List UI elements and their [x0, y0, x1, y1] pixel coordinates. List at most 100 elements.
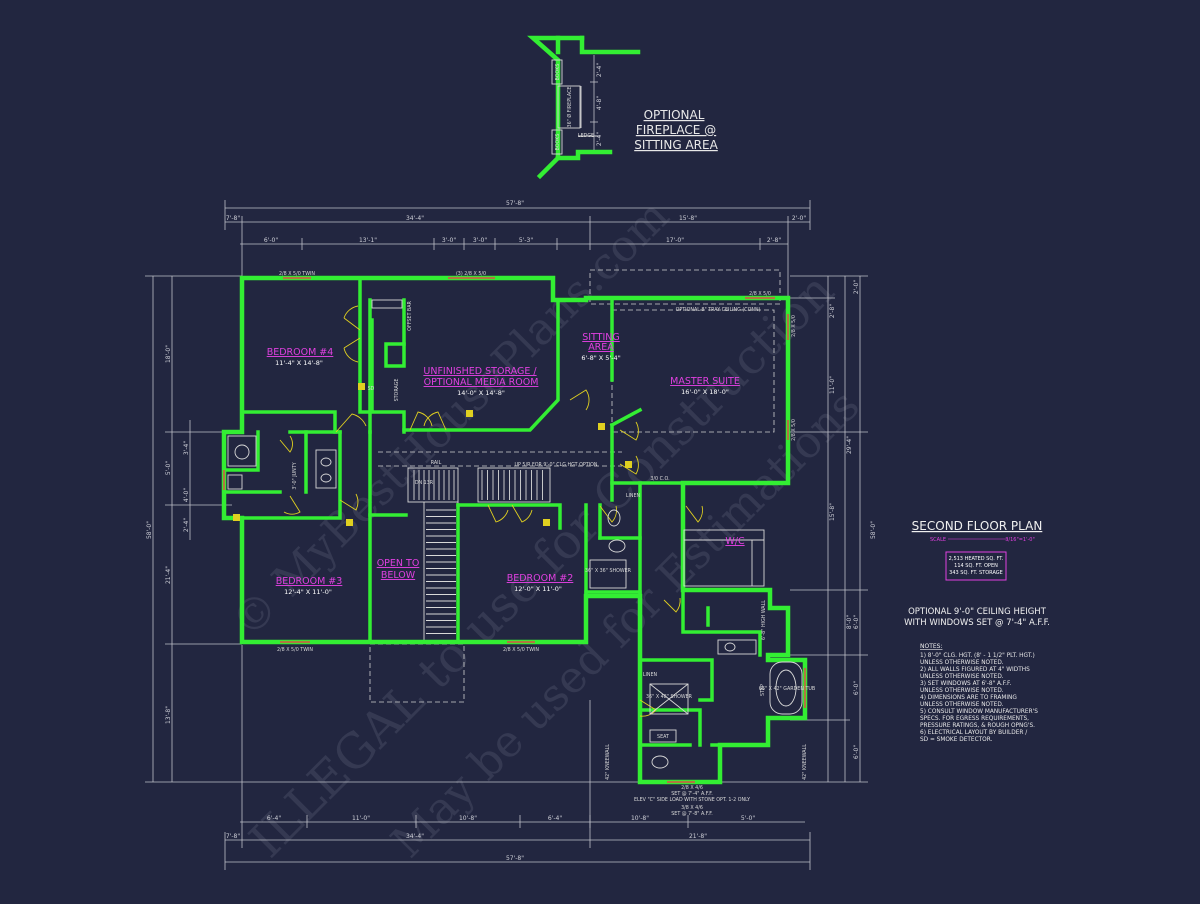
tray-ceiling-label: OPTIONAL 8" TRAY CEILING (CONN): [676, 307, 761, 313]
room-master-suite: MASTER SUITE: [670, 376, 740, 387]
dim-right1-6: 6'-0": [853, 681, 860, 695]
window-label-2: (3) 2/8 X 5/0: [456, 271, 486, 277]
room-bedroom-2: BEDROOM #2: [507, 573, 574, 584]
room-bedroom-3: BEDROOM #3: [276, 576, 343, 587]
room-sitting-size: 6'-8" X 5'-4": [581, 354, 620, 362]
dim-right1-2: 2'-8": [829, 304, 836, 318]
dim-top2-1: 7'-8": [226, 215, 240, 222]
note-line-7: 4) DIMENSIONS ARE TO FRAMING: [920, 695, 1017, 701]
watermark-group: © MyBestHousePlans.com ILLEGAL to use fo…: [222, 190, 870, 868]
kneewall-label-2: 42" KNEEWALL: [802, 744, 808, 780]
window-label-5: 2/8 X 5/0 TWIN: [503, 647, 539, 653]
dn-label: DN 13R: [415, 480, 434, 486]
dim-left2-2: 3'-4": [183, 441, 190, 455]
fixtures: [227, 299, 803, 769]
note-line-8: UNLESS OTHERWISE NOTED.: [920, 702, 1004, 708]
room-storage-size: 14'-0" X 14'-8": [457, 389, 505, 397]
dim-top-overall: 57'-8": [506, 200, 524, 207]
fireplace-title-1: OPTIONAL: [644, 108, 705, 122]
dim-bot1-1: 6'-4": [267, 815, 281, 822]
window-note-1: 2/8 X 4/6: [681, 785, 703, 791]
dim-top2-4: 2'-0": [792, 215, 806, 222]
area-line-3: 343 SQ. FT. STORAGE: [949, 570, 1003, 576]
dim-left2-1: 4'-0": [183, 488, 190, 502]
dim-bot2-2: 34'-4": [406, 833, 424, 840]
dim-top2-2: 34'-4": [406, 215, 424, 222]
room-labels: BEDROOM #4 11'-4" X 14'-8" UNFINISHED ST…: [267, 332, 745, 596]
ceiling-option-1: OPTIONAL 9'-0" CEILING HEIGHT: [908, 607, 1047, 617]
note-line-2: UNLESS OTHERWISE NOTED.: [920, 660, 1004, 666]
sd-label: SD: [368, 386, 375, 392]
dimension-texts: 57'-8" 7'-8" 34'-4" 15'-8" 2'-0" 6'-0" 1…: [146, 200, 877, 862]
area-line-2: 114 SQ. FT. OPEN: [954, 563, 998, 569]
smoke-detectors: SD: [233, 383, 632, 526]
kneewall-label: 42" KNEEWALL: [605, 744, 611, 780]
window-note-2: SET @ 7'-4" A.F.F.: [671, 791, 713, 797]
fireplace-title-3: SITTING AREA: [634, 138, 718, 152]
dim-right2-1: 29'-4": [846, 436, 853, 454]
room-open-to-2: BELOW: [381, 570, 416, 581]
window-labels: 2/8 X 5/0 TWIN (3) 2/8 X 5/0 2/8 X 5/0 2…: [277, 271, 797, 653]
dim-bot1-2: 11'-0": [352, 815, 370, 822]
shower-label: 36" X 48" SHOWER: [646, 694, 693, 700]
dim-right1-4: 15'-8": [829, 503, 836, 521]
books-top-label: BOOKS: [555, 64, 561, 81]
linen-label-2: LINEN: [643, 672, 658, 678]
fireplace-dim-1: 2'-4": [596, 63, 603, 77]
note-line-5: 3) SET WINDOWS AT 6'-8" A.F.F.: [920, 681, 1011, 687]
up-stairs-note: UP 5/R FOR 9'-0" CLG HGT OPTION: [515, 462, 598, 468]
window-label-4: 2/8 X 5/0 TWIN: [277, 647, 313, 653]
room-bedroom-4: BEDROOM #4: [267, 347, 334, 358]
interior-walls: [222, 278, 770, 747]
seat-label: SEAT: [657, 734, 669, 740]
window-label-6: 2/8 X 5/0: [791, 315, 797, 337]
note-line-6: UNLESS OTHERWISE NOTED.: [920, 688, 1004, 694]
closet-co-label: 3/0 C.O.: [650, 476, 669, 482]
dim-top3-7: 2'-8": [767, 237, 781, 244]
books-bottom-label: BOOKS: [555, 134, 561, 151]
fireplace-unit-label: 36" Ø FIREPLACE: [566, 87, 573, 128]
room-open-to-1: OPEN TO: [377, 558, 420, 569]
sheet-title: SECOND FLOOR PLAN: [912, 519, 1043, 533]
dim-bot2-1: 7'-8": [226, 833, 240, 840]
flue-note: ELEV "C" SIDE LOAD WITH STONE OPT. 1-2 O…: [634, 797, 750, 803]
fireplace-dim-2: 4'-8": [596, 96, 603, 110]
dim-left1-1: 18'-0": [165, 345, 172, 363]
pony-wall-label: 3'-0" JUNTY: [292, 462, 298, 489]
exterior-walls: [221, 275, 808, 785]
scale-value: 3/16"=1'-0": [1005, 537, 1035, 543]
dim-bot1-5: 10'-8": [631, 815, 649, 822]
area-line-1: 2,513 HEATED SQ. FT.: [949, 556, 1004, 562]
dim-left-overall: 58'-0": [146, 521, 153, 539]
half-wall-label: 6'-8" HIGH WALL: [761, 600, 767, 640]
dim-bot1-3: 10'-8": [459, 815, 477, 822]
fireplace-detail: BOOKS BOOKS 36" Ø FIREPLACE LEDGE 2'-4" …: [527, 35, 719, 180]
notes-title: NOTES:: [920, 643, 943, 650]
room-bedroom-4-size: 11'-4" X 14'-8": [275, 359, 323, 367]
garden-tub-label: 66" X 42" GARDEN TUB: [759, 686, 815, 692]
dim-top3-6: 17'-0": [666, 237, 684, 244]
linen-label: LINEN: [626, 493, 641, 499]
room-bedroom-2-size: 12'-0" X 11'-0": [514, 585, 562, 593]
room-master-suite-size: 16'-0" X 18'-0": [681, 388, 729, 396]
room-storage-2: OPTIONAL MEDIA ROOM: [424, 377, 539, 388]
room-wic: W/C: [725, 536, 745, 547]
area-box: [945, 551, 1007, 581]
window-label-3: 2/8 X 5/0: [749, 291, 771, 297]
offset-bar-label: OFFSET BAR: [407, 301, 413, 331]
dim-right-overall: 58'-0": [870, 521, 877, 539]
stairs: [407, 467, 551, 640]
dim-right2-2: 8'-0": [846, 615, 853, 629]
note-line-13: SD = SMOKE DETECTOR.: [920, 737, 993, 743]
scale-label: SCALE: [930, 537, 946, 543]
ceiling-option-2: WITH WINDOWS SET @ 7'-4" A.F.F.: [904, 618, 1050, 628]
windows-marks: [222, 276, 807, 784]
window-label-1: 2/8 X 5/0 TWIN: [279, 271, 315, 277]
title-block: SECOND FLOOR PLAN SCALE 3/16"=1'-0" 2,51…: [904, 519, 1050, 743]
note-line-11: PRESSURE RATINGS, & ROUGH OPNG'S.: [920, 723, 1035, 729]
note-line-1: 1) 8'-0" CLG. HGT. (8' - 1 1/2" PLT. HGT…: [920, 653, 1035, 659]
dim-left1-2: 5'-0": [165, 461, 172, 475]
dim-right1-5: 6'-0": [853, 615, 860, 629]
